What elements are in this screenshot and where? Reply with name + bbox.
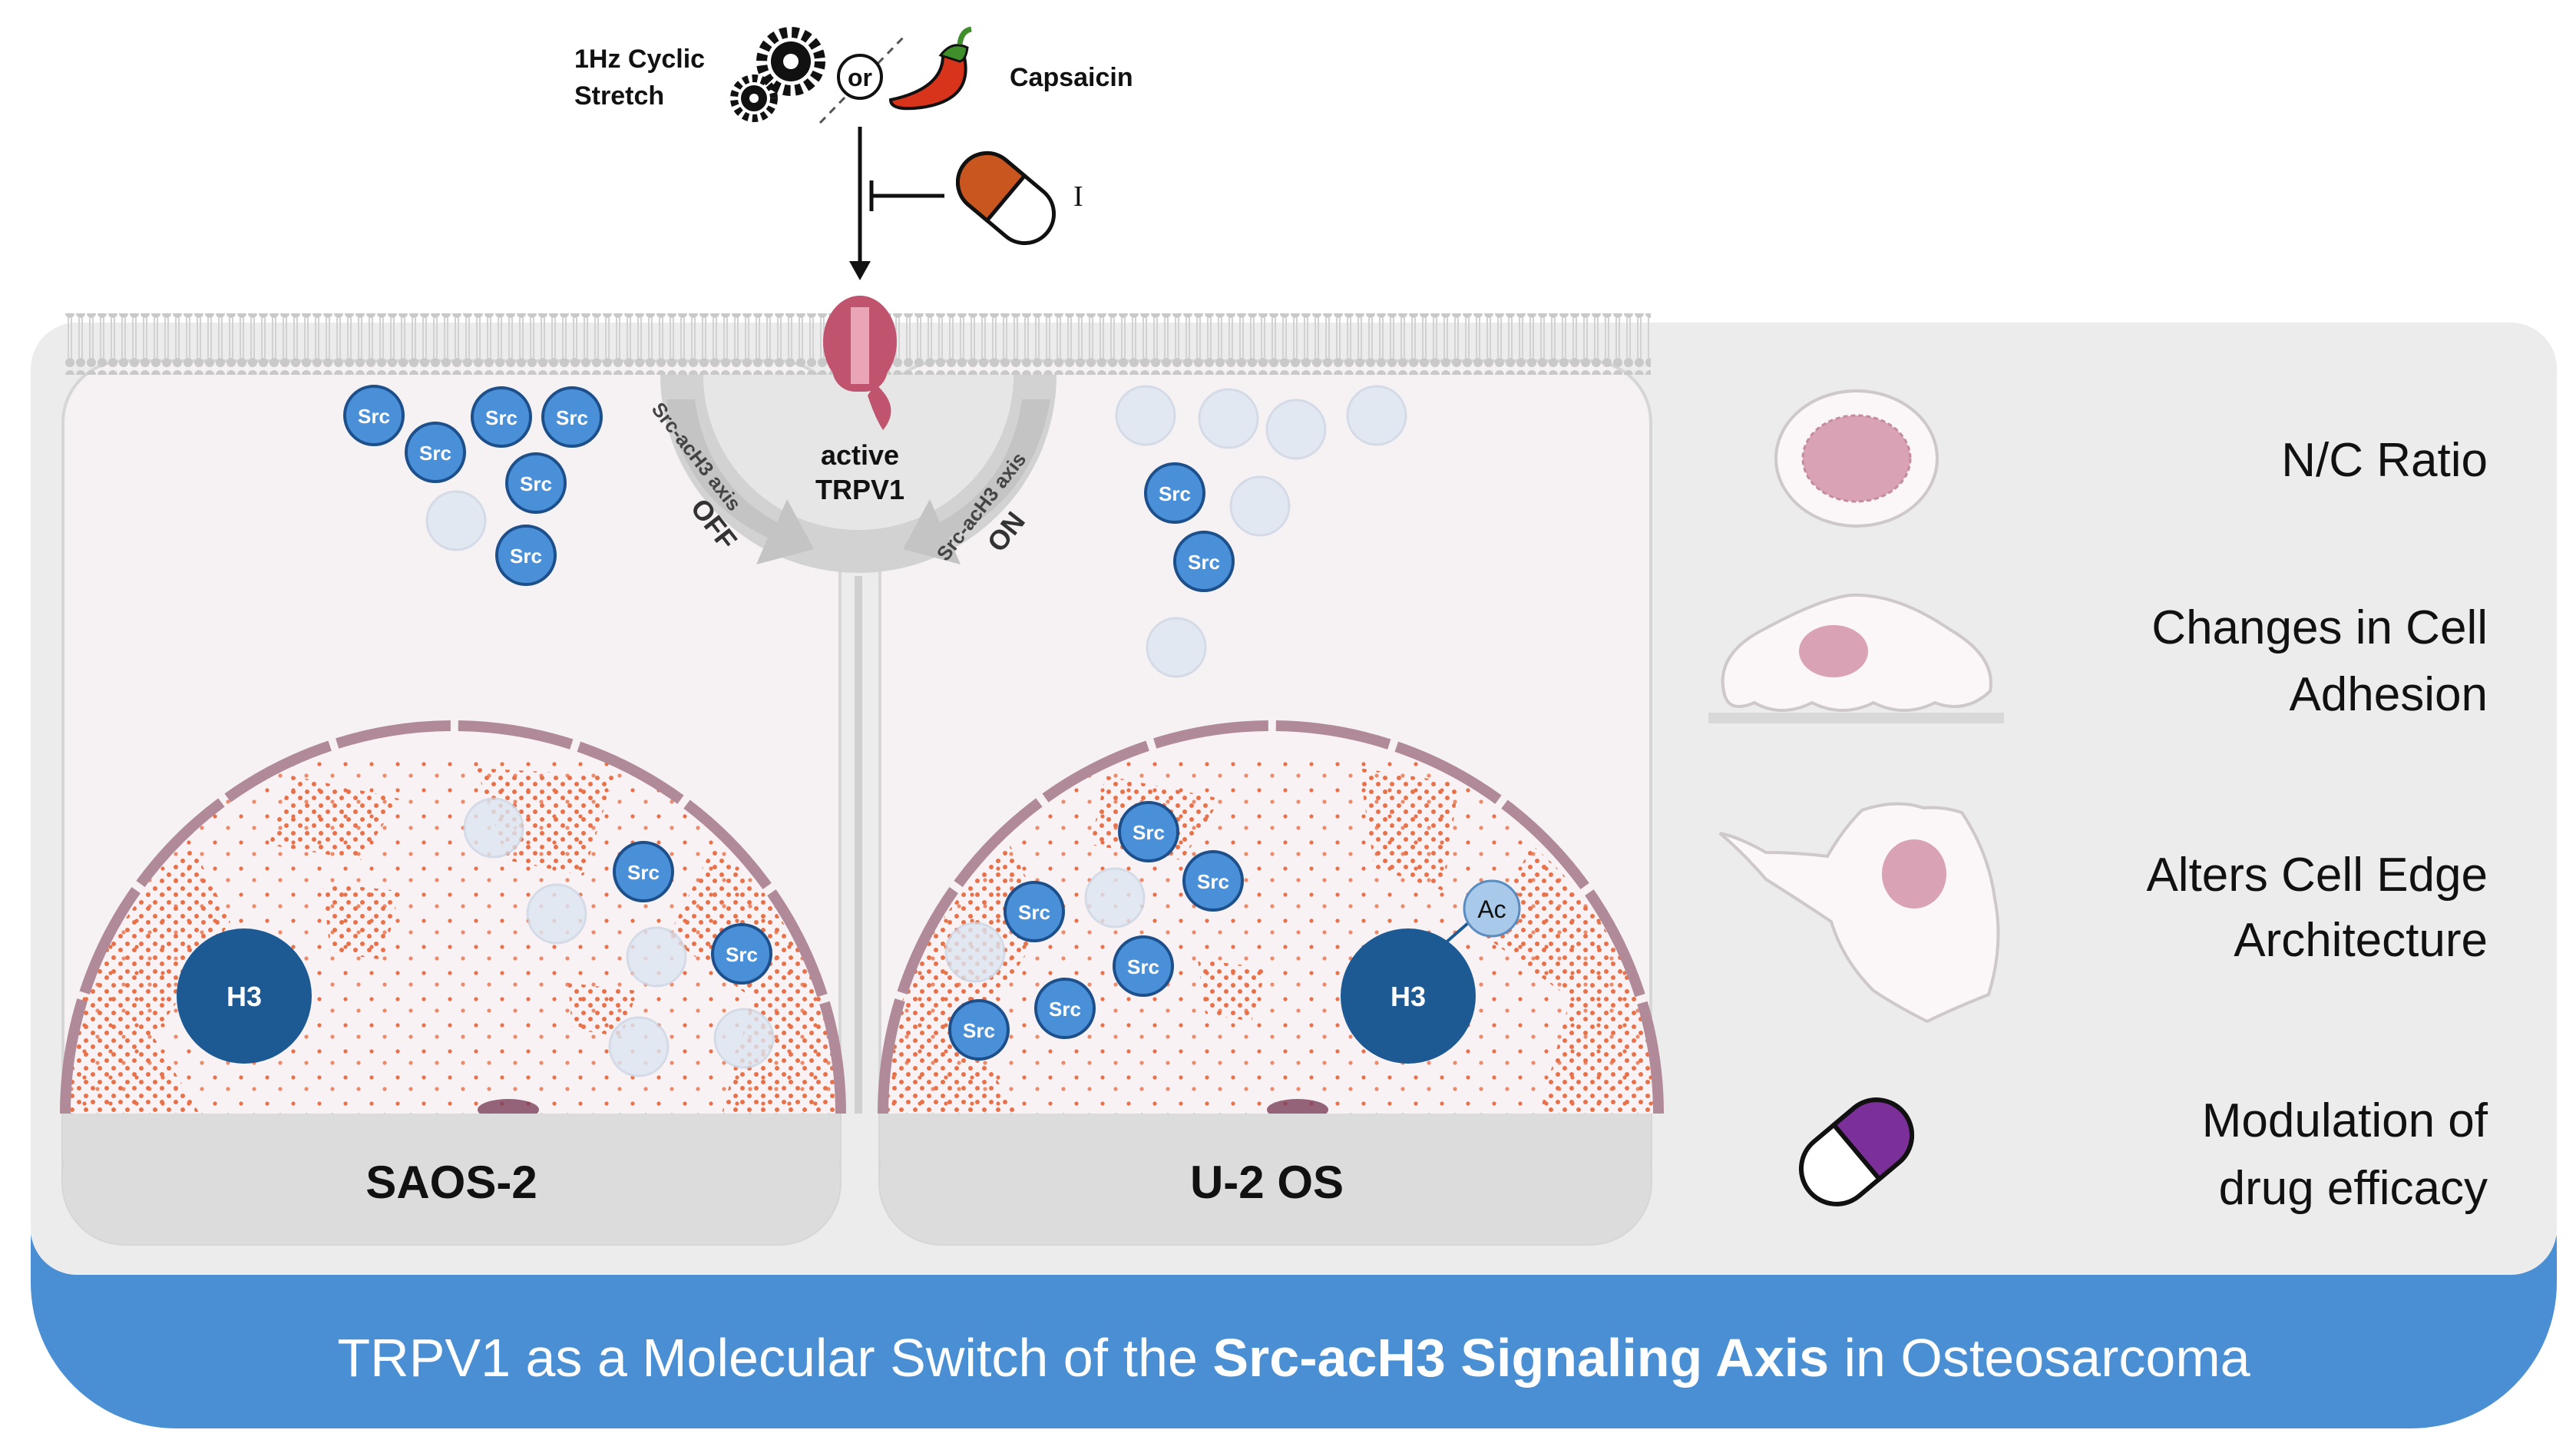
- src-left-nuc-2: Src: [711, 923, 772, 985]
- src-right-2: Src: [1173, 531, 1235, 592]
- src-right-1: Src: [1144, 462, 1205, 524]
- svg-text:Src: Src: [419, 442, 451, 465]
- svg-text:Src: Src: [1127, 955, 1159, 978]
- src-right-nuc-6: Src: [948, 999, 1010, 1061]
- svg-text:Src: Src: [1159, 482, 1191, 505]
- stretch-label-line1: 1Hz Cyclic: [574, 45, 705, 74]
- nc-ratio-icon: [1774, 389, 1939, 528]
- src-left-2: Src: [471, 386, 532, 448]
- svg-text:Src: Src: [963, 1019, 995, 1042]
- channel-label-line2: TRPV1: [815, 474, 904, 505]
- banner-suffix: in Osteosarcoma: [1829, 1328, 2250, 1388]
- cell-name-right: U-2 OS: [1190, 1157, 1344, 1208]
- axis-off-arrow: [666, 399, 814, 564]
- legend-3-line1: Alters Cell Edge: [2146, 849, 2488, 902]
- svg-text:Src: Src: [358, 405, 390, 428]
- src-left-nuc-1: Src: [613, 841, 674, 902]
- legend-2-line1: Changes in Cell: [2151, 601, 2488, 654]
- gear-icon: [730, 27, 825, 122]
- legend-4-line1: Modulation of: [2202, 1094, 2488, 1147]
- src-right-nuc-1: Src: [1118, 801, 1179, 862]
- svg-text:Src: Src: [510, 544, 542, 568]
- h3-label-right: H3: [1391, 981, 1426, 1012]
- h3-histone-left: [177, 928, 312, 1064]
- svg-text:Src: Src: [520, 472, 552, 495]
- channel-label-line1: active: [821, 439, 899, 471]
- chili-pepper-icon: [888, 26, 972, 111]
- svg-text:Src: Src: [1049, 998, 1081, 1021]
- src-left-1: Src: [343, 385, 405, 446]
- src-right-nuc-4: Src: [1113, 935, 1174, 997]
- svg-text:Src: Src: [726, 943, 758, 966]
- svg-text:Src: Src: [1133, 821, 1165, 844]
- legend-2-line2: Adhesion: [2289, 668, 2488, 721]
- src-left-5: Src: [505, 452, 567, 514]
- acetyl-label: Ac: [1477, 895, 1506, 923]
- axis-on-arrow: [903, 399, 1050, 564]
- legend-1-line1: N/C Ratio: [2281, 434, 2488, 487]
- inhibitor-pill-icon: [955, 151, 1057, 246]
- svg-text:Src: Src: [1197, 870, 1229, 893]
- src-right-nuc-2: Src: [1182, 850, 1244, 912]
- nucleus-left: [60, 720, 846, 1120]
- cell-adhesion-icon: [1708, 593, 2004, 723]
- faded-src-group: [425, 385, 1407, 1077]
- banner-title: TRPV1 as a Molecular Switch of the Src-a…: [337, 1328, 2250, 1388]
- inhibitor-label: I: [1073, 180, 1083, 213]
- src-left-3: Src: [541, 386, 603, 448]
- svg-text:Src: Src: [627, 861, 660, 884]
- h3-histone-right: [1341, 928, 1476, 1064]
- cell-name-left: SAOS-2: [365, 1157, 537, 1208]
- legend-4-line2: drug efficacy: [2219, 1162, 2488, 1215]
- capsaicin-label: Capsaicin: [1010, 63, 1133, 92]
- svg-text:Src: Src: [1188, 551, 1220, 574]
- or-label: or: [848, 64, 872, 91]
- stretch-label-line2: Stretch: [574, 81, 664, 111]
- banner-prefix: TRPV1 as a Molecular Switch of the: [337, 1328, 1212, 1388]
- h3-label-left: H3: [227, 981, 262, 1012]
- cell-edge-icon: [1718, 802, 2000, 1024]
- banner-bold: Src-acH3 Signaling Axis: [1212, 1328, 1829, 1388]
- svg-text:Src: Src: [1018, 901, 1050, 924]
- svg-text:Src: Src: [556, 406, 588, 429]
- src-right-nuc-5: Src: [1034, 978, 1096, 1039]
- src-left-6: Src: [495, 525, 557, 586]
- svg-text:Src: Src: [485, 406, 518, 429]
- purple-pill-icon: [1798, 1097, 1915, 1206]
- or-circle: [837, 54, 883, 100]
- trpv1-channel-icon: [823, 296, 897, 430]
- legend-3-line2: Architecture: [2234, 914, 2488, 967]
- src-right-nuc-3: Src: [1004, 881, 1065, 942]
- src-left-4: Src: [405, 422, 466, 483]
- acetyl-mark: [1463, 879, 1521, 938]
